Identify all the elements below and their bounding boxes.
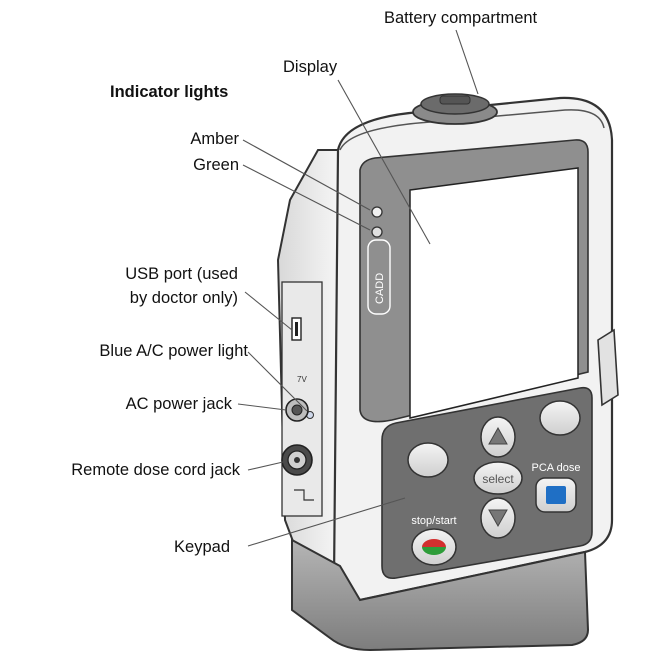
amber-led	[371, 206, 383, 218]
brand-badge: CADD	[367, 239, 391, 315]
label-indicator-lights: Indicator lights	[110, 83, 228, 101]
right-soft-key[interactable]	[539, 400, 581, 436]
port-symbol	[294, 489, 314, 501]
up-key[interactable]	[480, 416, 516, 458]
leader-keypad	[247, 497, 406, 547]
leader-display	[337, 79, 431, 245]
cassette-base	[291, 538, 590, 652]
left-soft-key[interactable]	[407, 442, 449, 478]
label-usb-port-line1: USB port (used	[125, 265, 238, 283]
leader-lines	[237, 29, 479, 547]
side-ports: 7V	[281, 281, 323, 517]
label-remote-dose-jack: Remote dose cord jack	[71, 461, 240, 479]
brand-text: CADD	[374, 273, 386, 304]
label-battery-compartment: Battery compartment	[384, 9, 538, 27]
battery-cap	[412, 93, 498, 125]
voltage-marking: 7V	[297, 375, 307, 384]
label-ac-power-jack: AC power jack	[126, 395, 233, 413]
green-led	[371, 226, 383, 238]
label-usb-port-line2: by doctor only)	[130, 289, 238, 307]
keypad: select stop/start PCA dose	[381, 386, 593, 580]
label-amber: Amber	[190, 130, 239, 148]
display-screen	[409, 167, 579, 419]
label-green: Green	[193, 156, 239, 174]
display-area: CADD	[359, 139, 589, 423]
pca-dose-blue-square	[546, 486, 566, 504]
leader-remote-jack	[247, 461, 284, 471]
leader-green	[242, 164, 371, 231]
port-panel	[281, 281, 323, 517]
leader-ac-jack	[237, 403, 287, 411]
leader-blue-ac	[247, 351, 308, 412]
stop-start-label: stop/start	[411, 515, 456, 527]
down-arrow-icon	[488, 509, 508, 528]
label-display: Display	[283, 58, 338, 76]
down-key[interactable]	[480, 497, 516, 539]
stop-start-green-half	[422, 547, 446, 555]
label-keypad: Keypad	[174, 538, 230, 556]
pca-dose-key[interactable]	[535, 477, 577, 513]
label-blue-ac-light: Blue A/C power light	[99, 342, 248, 360]
stop-start-key[interactable]	[411, 528, 457, 566]
up-arrow-icon	[488, 426, 508, 445]
usb-port-inner	[295, 322, 298, 336]
stop-start-red-half	[422, 539, 446, 547]
callout-labels: Battery compartment Display Indicator li…	[71, 9, 537, 556]
leader-usb	[244, 291, 293, 331]
leader-battery	[455, 29, 479, 95]
pca-dose-label: PCA dose	[532, 462, 581, 474]
leader-amber	[242, 139, 371, 211]
select-key[interactable]: select	[473, 461, 523, 495]
select-key-label: select	[482, 472, 514, 486]
side-clip	[597, 328, 619, 407]
remote-dose-jack[interactable]	[281, 444, 313, 476]
ac-power-jack[interactable]	[285, 398, 309, 422]
